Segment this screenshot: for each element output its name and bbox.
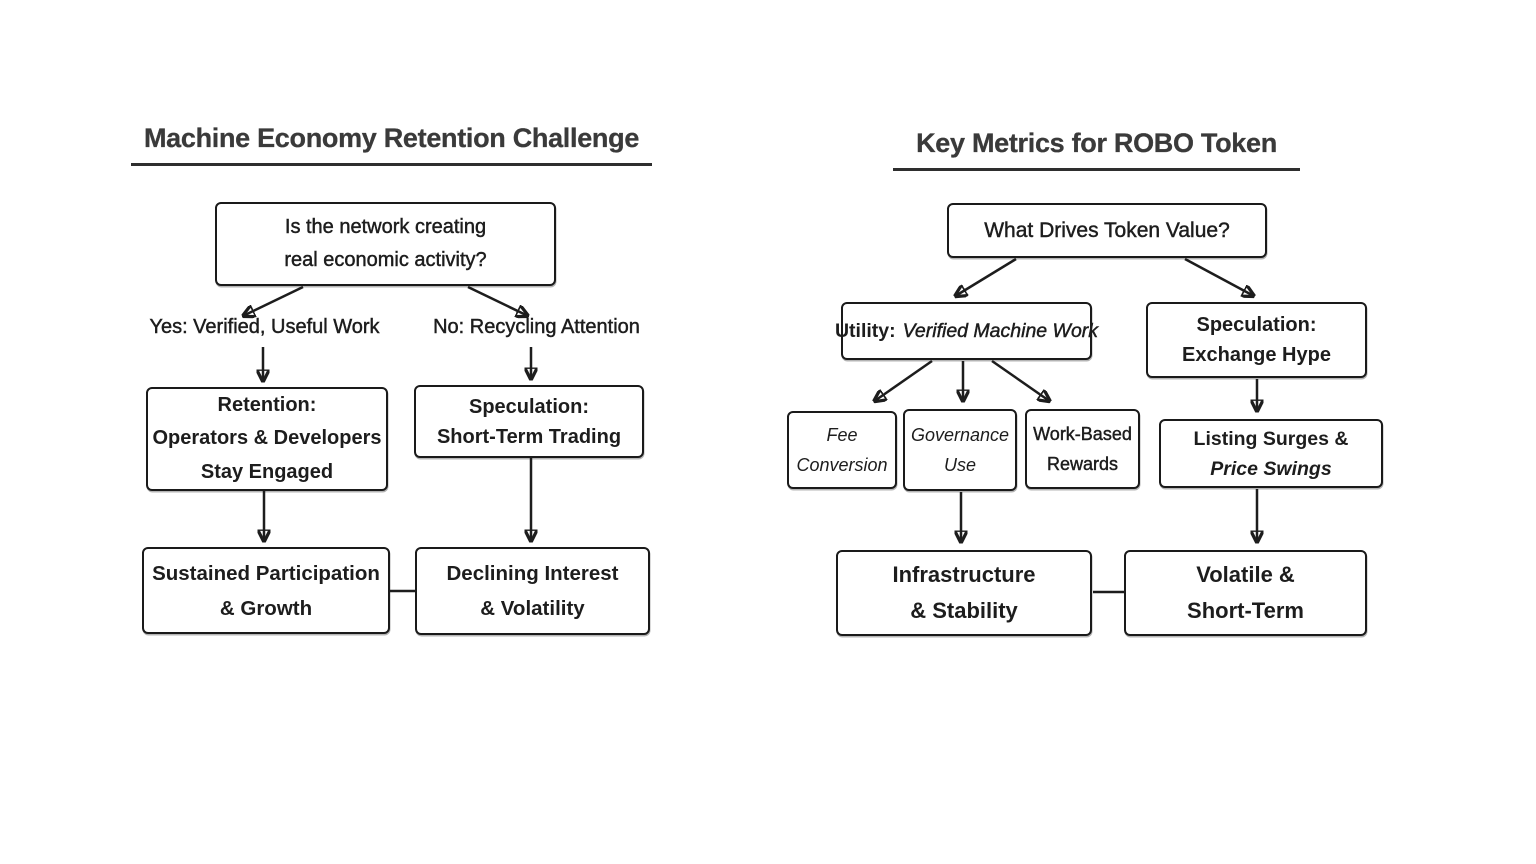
edge-question-to-yes [245, 285, 304, 315]
yes-branch-label: Yes: Verified, Useful Work [149, 316, 380, 338]
edge-utility-to-workbased [991, 359, 1048, 400]
right-speculation-line2: Exchange Hype [1182, 344, 1331, 366]
right-speculation-node: Speculation: Exchange Hype [1146, 302, 1367, 378]
volatile-node: Volatile & Short-Term [1124, 550, 1367, 636]
edge-question-to-no [467, 285, 526, 315]
left-question-node: Is the network creating real economic ac… [215, 202, 556, 286]
left-speculation-line2: Short-Term Trading [436, 425, 622, 448]
utility-node: Utility: Verified Machine Work [835, 302, 1098, 360]
volatile-line2: Short-Term [1187, 598, 1304, 623]
declining-node: Declining Interest & Volatility [415, 547, 650, 635]
sustained-line1: Sustained Participation [152, 561, 380, 585]
right-speculation-heading: Speculation: [1196, 314, 1317, 336]
infrastructure-line2: & Stability [910, 598, 1018, 623]
declining-line1: Declining Interest [446, 562, 619, 585]
fee-line1: Fee [826, 425, 858, 445]
workbased-line2: Rewards [1046, 454, 1119, 474]
listing-line1: Listing Surges & [1193, 427, 1349, 450]
infrastructure-node: Infrastructure & Stability [836, 550, 1092, 636]
left-question-line1: Is the network creating [284, 216, 487, 238]
governance-use-node: Governance Use [903, 409, 1017, 491]
sustained-line2: & Growth [219, 596, 313, 620]
listing-surges-node: Listing Surges & Price Swings [1159, 419, 1383, 488]
retention-line3: Stay Engaged [200, 460, 334, 483]
sustained-node: Sustained Participation & Growth [142, 547, 390, 634]
utility-detail: Verified Machine Work [902, 319, 1099, 342]
left-diagram-title: Machine Economy Retention Challenge [131, 121, 652, 166]
no-branch-label: No: Recycling Attention [433, 316, 640, 338]
fee-conversion-node: Fee Conversion [787, 411, 897, 489]
declining-line2: & Volatility [480, 597, 585, 620]
governance-line1: Governance [910, 425, 1010, 445]
right-question-node: What Drives Token Value? [947, 203, 1267, 258]
retention-heading: Retention: [217, 393, 317, 416]
edge-value-to-utility [957, 257, 1017, 295]
utility-heading: Utility: [834, 319, 896, 342]
governance-line2: Use [943, 455, 976, 475]
left-question-line2: real economic activity? [284, 249, 487, 271]
work-based-rewards-node: Work-Based Rewards [1025, 409, 1140, 489]
infrastructure-line1: Infrastructure [892, 562, 1036, 587]
left-speculation-node: Speculation: Short-Term Trading [414, 385, 644, 458]
edge-utility-to-fee [876, 359, 933, 400]
workbased-line1: Work-Based [1033, 424, 1132, 444]
right-question-line1: What Drives Token Value? [984, 218, 1230, 242]
listing-line2: Price Swings [1210, 457, 1332, 480]
right-diagram-title: Key Metrics for ROBO Token [893, 126, 1300, 171]
fee-line2: Conversion [796, 455, 888, 475]
left-speculation-heading: Speculation: [468, 395, 589, 418]
volatile-line1: Volatile & [1196, 562, 1295, 587]
retention-line2: Operators & Developers [152, 427, 382, 450]
retention-node: Retention: Operators & Developers Stay E… [146, 387, 388, 491]
edge-value-to-speculation [1184, 257, 1252, 295]
